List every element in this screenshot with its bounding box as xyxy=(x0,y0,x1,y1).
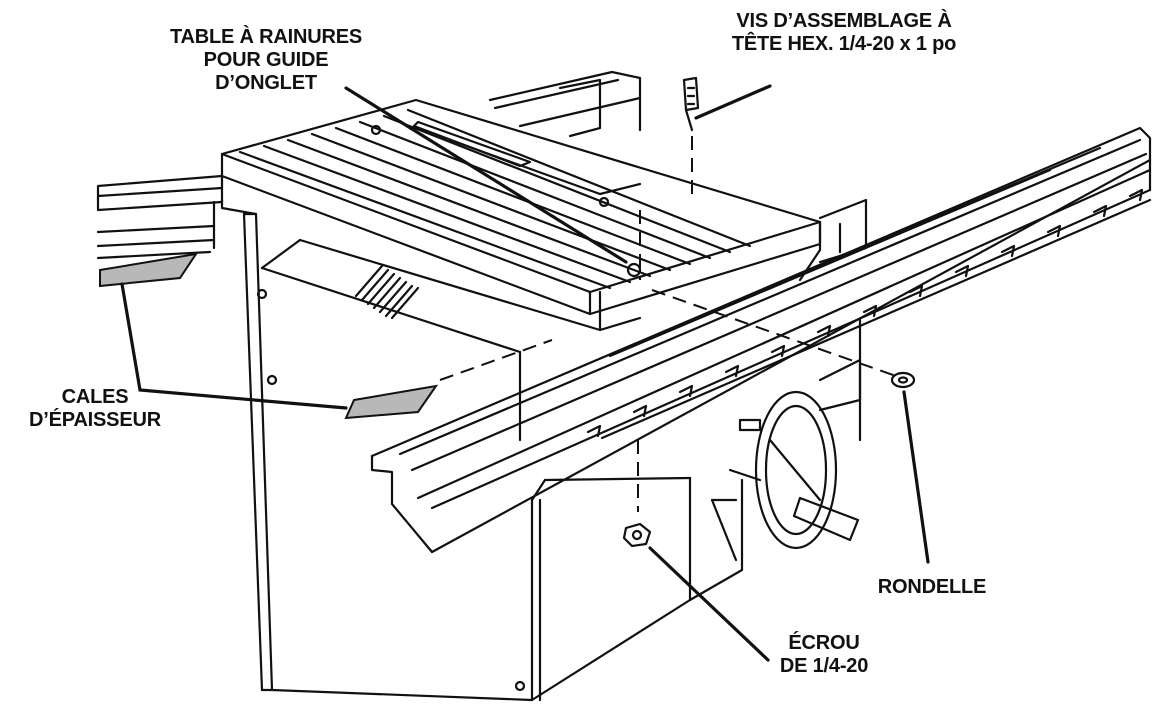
cap-screw xyxy=(682,76,700,132)
label-shims-line-1: CALES xyxy=(61,386,129,408)
leader-shims xyxy=(120,282,348,410)
label-table: TABLE À RAINURES POUR GUIDE D’ONGLET xyxy=(148,26,384,95)
leader-table xyxy=(344,86,628,264)
label-washer-line-1: RONDELLE xyxy=(877,576,987,598)
left-extension-rails xyxy=(96,174,224,260)
label-table-line-1: TABLE À RAINURES xyxy=(170,26,362,48)
label-nut: ÉCROU DE 1/4-20 xyxy=(754,632,894,678)
hex-nut xyxy=(622,522,652,548)
label-screw-line-2: TÊTE HEX. 1/4-20 x 1 po xyxy=(731,33,957,55)
height-handwheel xyxy=(710,358,862,562)
label-shims: CALES D’ÉPAISSEUR xyxy=(8,386,182,432)
label-table-line-2: POUR GUIDE xyxy=(203,49,329,71)
leader-screw xyxy=(694,84,772,120)
leader-lines xyxy=(120,84,930,662)
blade-guard-bracket xyxy=(818,198,868,264)
shim-right xyxy=(344,384,439,420)
label-shims-line-2: D’ÉPAISSEUR xyxy=(29,409,161,431)
shim-left xyxy=(99,252,199,288)
label-nut-line-1: ÉCROU xyxy=(788,632,860,654)
leader-nut xyxy=(648,546,770,662)
rail-scale-teeth xyxy=(586,188,1144,438)
label-screw: VIS D’ASSEMBLAGE À TÊTE HEX. 1/4-20 x 1 … xyxy=(716,10,972,56)
label-screw-line-1: VIS D’ASSEMBLAGE À xyxy=(736,10,952,32)
vent-slots xyxy=(354,264,420,320)
rear-rail xyxy=(488,70,642,138)
label-nut-line-2: DE 1/4-20 xyxy=(779,655,869,677)
label-table-line-3: D’ONGLET xyxy=(215,72,317,94)
mitre-slot-table xyxy=(220,98,822,332)
label-washer: RONDELLE xyxy=(852,576,1012,599)
leader-washer xyxy=(902,390,930,564)
saw-cabinet xyxy=(220,198,862,702)
washer xyxy=(890,371,916,389)
assembly-guide-lines xyxy=(213,136,897,512)
shims xyxy=(99,252,439,420)
front-rail xyxy=(370,126,1152,554)
